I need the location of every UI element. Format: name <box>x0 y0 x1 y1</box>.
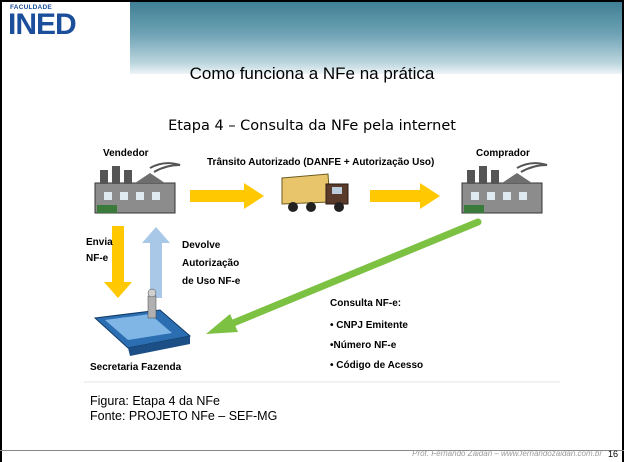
arrow-green-head <box>206 314 238 334</box>
devolve-label-line2: Autorização <box>182 258 240 269</box>
slide-border-right <box>622 0 624 462</box>
slide-subtitle: Etapa 4 – Consulta da NFe pela internet <box>168 118 456 134</box>
caption-line1: Figura: Etapa 4 da NFe <box>90 394 220 408</box>
header-band <box>130 2 622 74</box>
figure-caption: Figura: Etapa 4 da NFe Fonte: PROJETO NF… <box>90 394 277 424</box>
transit-label: Trânsito Autorizado (DANFE + Autorização… <box>207 157 435 168</box>
devolve-label-line1: Devolve <box>182 240 221 251</box>
vendedor-label: Vendedor <box>103 148 149 159</box>
caption-line2: Fonte: PROJETO NFe – SEF-MG <box>90 409 278 423</box>
envia-label-line2: NF-e <box>86 253 109 264</box>
devolve-label-line3: de Uso NF-e <box>182 276 241 287</box>
slide-title: Como funciona a NFe na prática <box>189 64 435 83</box>
comprador-factory-icon <box>461 162 548 214</box>
truck-icon <box>281 173 349 212</box>
secretaria-label: Secretaria Fazenda <box>90 362 182 373</box>
consulta-title: Consulta NF-e: <box>330 298 402 309</box>
logo-faculdade-text: FACULDADE <box>10 4 52 11</box>
arrow-vendedor-to-truck <box>190 183 264 209</box>
consulta-item-cnpj: • CNPJ Emitente <box>330 320 408 331</box>
consulta-item-numero: •Número NF-e <box>330 340 397 351</box>
arrow-devolve-autorizacao-up <box>142 227 170 298</box>
footer-credit: Prof. Fernando Zaidan – www.fernandozaid… <box>412 449 602 458</box>
secretaria-computer-icon <box>93 288 192 356</box>
vendedor-factory-icon <box>94 162 181 214</box>
page-number: 16 <box>607 449 618 459</box>
slide-border-left <box>0 0 2 462</box>
ined-logo: FACULDADE INED <box>6 4 126 56</box>
comprador-label: Comprador <box>476 148 530 159</box>
slide-border-top <box>0 0 624 2</box>
envia-label-line1: Envia <box>86 237 113 248</box>
footer-line <box>0 450 624 451</box>
arrow-envia-nfe-down <box>104 226 132 298</box>
consulta-item-codigo: • Código de Acesso <box>330 360 424 371</box>
logo-ined-text: INED <box>8 8 77 41</box>
arrow-comprador-to-secretaria <box>222 218 482 330</box>
arrow-truck-to-comprador <box>370 183 440 209</box>
